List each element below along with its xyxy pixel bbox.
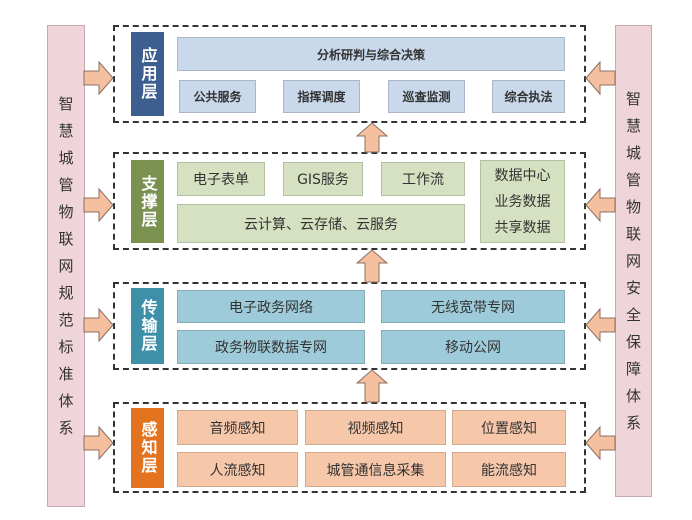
data-center-line: 业务数据	[494, 193, 551, 210]
side-bar-char: 慧	[625, 116, 641, 135]
sensing-item: 人流感知	[177, 452, 298, 487]
standards-system-bar: 智慧城管物联网规范标准体系	[47, 25, 85, 507]
network-item: 无线宽带专网	[381, 290, 565, 323]
security-system-bar: 智慧城管物联网安全保障体系	[615, 25, 652, 497]
side-bar-char: 网	[58, 256, 74, 275]
support-item: 电子表单	[177, 162, 265, 196]
side-bar-char: 安	[625, 278, 641, 297]
side-bar-char: 准	[58, 364, 74, 383]
side-bar-char: 智	[625, 89, 641, 108]
transport-layer-label-text: 传输层	[138, 299, 158, 353]
support-layer-label-text: 支撑层	[138, 174, 158, 229]
application-layer-group	[113, 25, 586, 123]
support-item: GIS服务	[283, 162, 363, 196]
left-arrow-icon	[585, 425, 616, 461]
side-bar-char: 管	[58, 175, 74, 194]
side-bar-char: 障	[625, 359, 641, 378]
analysis-decision-box: 分析研判与综合决策	[177, 37, 565, 71]
support-layer-group	[113, 152, 586, 250]
sensing-layer-label-text: 感知层	[138, 421, 158, 475]
side-bar-char: 慧	[58, 121, 74, 140]
sensing-item: 城管通信息采集	[305, 452, 446, 487]
cloud-services-box: 云计算、云存储、云服务	[177, 204, 465, 243]
network-item: 政务物联数据专网	[177, 330, 365, 364]
transport-layer-group	[113, 282, 586, 370]
left-arrow-icon	[585, 60, 616, 96]
sensing-item: 能流感知	[452, 452, 566, 487]
side-bar-char: 范	[58, 310, 74, 329]
side-bar-char: 网	[625, 251, 641, 270]
up-arrow-icon	[355, 122, 389, 153]
sensing-item: 音频感知	[177, 410, 298, 445]
side-bar-char: 体	[58, 391, 74, 410]
app-item: 巡查监测	[388, 80, 465, 113]
data-center-line: 共享数据	[494, 219, 551, 236]
sensing-item: 视频感知	[305, 410, 446, 445]
side-bar-char: 联	[58, 229, 74, 248]
side-bar-char: 物	[625, 197, 641, 216]
side-bar-char: 城	[58, 148, 74, 167]
right-arrow-icon	[83, 307, 114, 343]
side-bar-char: 系	[625, 413, 641, 432]
side-bar-char: 标	[58, 337, 74, 356]
side-bar-char: 全	[625, 305, 641, 324]
application-layer-label-text: 应用层	[138, 47, 158, 101]
data-center-box: 数据中心 业务数据 共享数据	[480, 160, 565, 243]
side-bar-char: 管	[625, 170, 641, 189]
sensing-layer-group	[113, 402, 586, 493]
right-arrow-icon	[83, 187, 114, 223]
side-bar-char: 规	[58, 283, 74, 302]
right-arrow-icon	[83, 60, 114, 96]
network-item: 电子政务网络	[177, 290, 365, 323]
up-arrow-icon	[355, 249, 389, 283]
side-bar-char: 系	[58, 418, 74, 437]
application-layer-label: 应用层	[131, 32, 164, 116]
left-arrow-icon	[585, 187, 616, 223]
network-item: 移动公网	[381, 330, 565, 364]
transport-layer-label: 传输层	[131, 288, 164, 364]
side-bar-char: 智	[58, 94, 74, 113]
app-item: 综合执法	[492, 80, 565, 113]
data-center-line: 数据中心	[494, 167, 551, 184]
sensing-item: 位置感知	[452, 410, 566, 445]
side-bar-char: 体	[625, 386, 641, 405]
up-arrow-icon	[355, 369, 389, 403]
support-layer-label: 支撑层	[131, 160, 164, 243]
app-item: 指挥调度	[283, 80, 360, 113]
side-bar-char: 保	[625, 332, 641, 351]
support-item: 工作流	[381, 162, 465, 196]
sensing-layer-label: 感知层	[131, 408, 164, 488]
side-bar-char: 联	[625, 224, 641, 243]
left-arrow-icon	[585, 307, 616, 343]
right-arrow-icon	[83, 425, 114, 461]
side-bar-char: 物	[58, 202, 74, 221]
side-bar-char: 城	[625, 143, 641, 162]
app-item: 公共服务	[179, 80, 256, 113]
